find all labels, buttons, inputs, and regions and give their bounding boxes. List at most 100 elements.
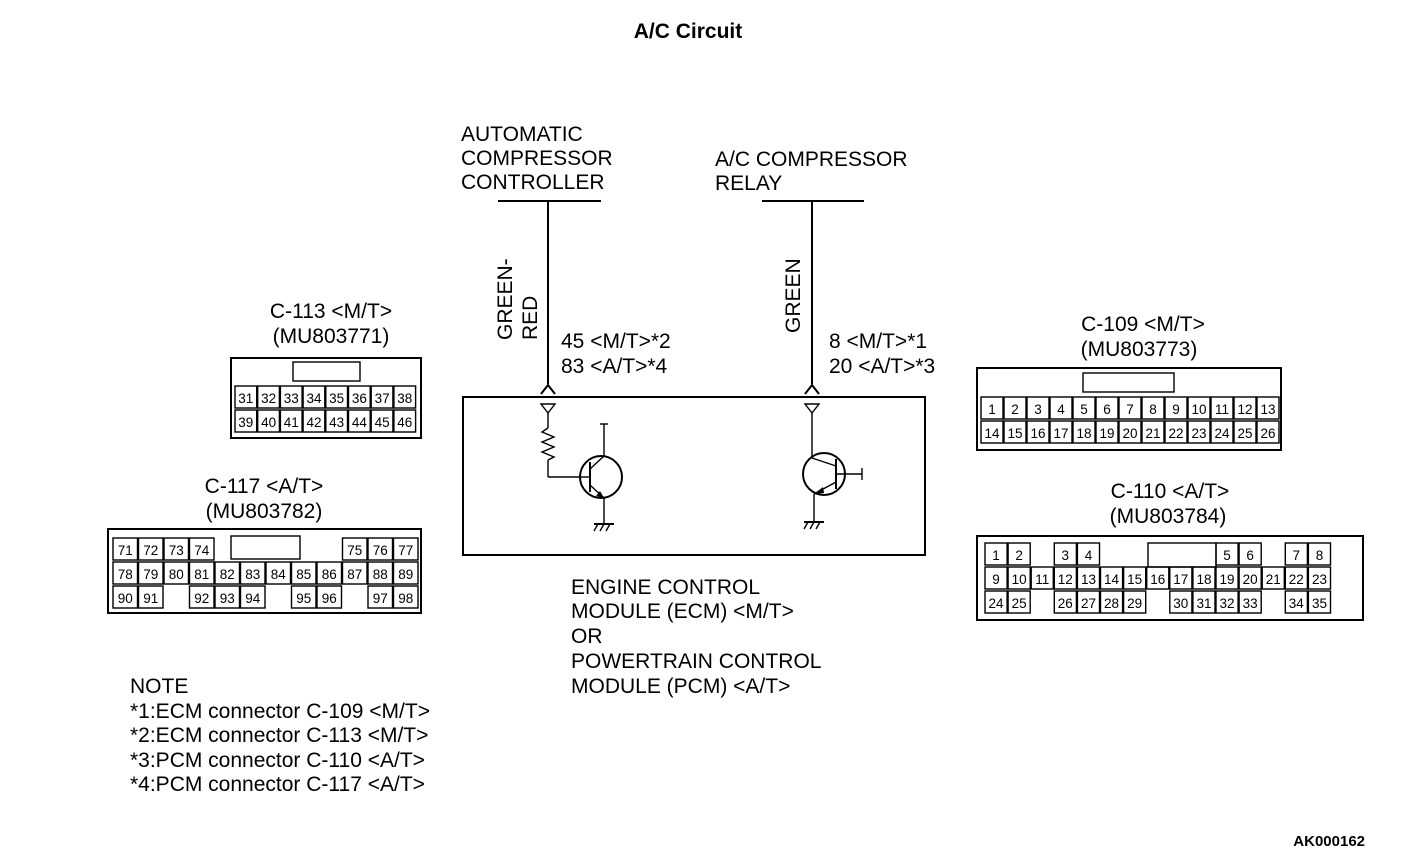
- connector-pin-cell: [290, 561, 317, 585]
- diagram-code: AK000162: [1293, 833, 1365, 850]
- connector-pin-label: 27: [1081, 596, 1096, 611]
- connector-pin-label: 9: [1172, 402, 1180, 417]
- ecm-pcm-module-box: [462, 396, 926, 556]
- connector-pin-label: 7: [1293, 548, 1301, 563]
- connector-pin-cell: [1164, 396, 1188, 420]
- connector-pin-label: 37: [375, 391, 390, 406]
- connector-pin-label: 72: [143, 543, 158, 558]
- connector-pin-cell: [1072, 420, 1096, 444]
- ground-right-symbol: [803, 521, 824, 530]
- diagram-title: A/C Circuit: [634, 20, 743, 43]
- connector-pin-cell: [392, 561, 419, 585]
- connector-pin-cell: [1284, 590, 1309, 614]
- connector-pin-cell: [393, 385, 417, 409]
- connector-pin-cell: [1261, 566, 1285, 590]
- connector-pin-label: 2: [1015, 548, 1023, 563]
- connector-pin-cell: [984, 566, 1008, 590]
- connector-pin-label: 30: [1173, 596, 1188, 611]
- connector-pin-cell: [1049, 420, 1073, 444]
- connector-pin-cell: [214, 561, 241, 585]
- connector-pin-label: 89: [398, 567, 413, 582]
- connector-c109-part: (MU803773): [1081, 338, 1198, 361]
- connector-pin-cell: [1053, 542, 1078, 566]
- connector-pin-cell: [1215, 590, 1239, 614]
- controller-label: AUTOMATIC COMPRESSOR CONTROLLER: [461, 123, 613, 194]
- connector-pin-label: 93: [220, 591, 235, 606]
- controller-pin-at: 83 <A/T>*4: [561, 355, 668, 378]
- connector-pin-cell: [234, 385, 258, 409]
- connector-pin-label: 74: [194, 543, 210, 558]
- connector-pin-cell: [188, 537, 215, 561]
- connector-pin-label: 11: [1215, 402, 1229, 417]
- connector-pin-cell: [302, 409, 326, 433]
- connector-pin-label: 6: [1103, 402, 1111, 417]
- connector-pin-label: 76: [373, 543, 388, 558]
- connector-pin-cell: [1145, 566, 1170, 590]
- connector-pin-cell: [1307, 590, 1332, 614]
- connector-pin-label: 91: [143, 591, 158, 606]
- connector-pin-cell: [1095, 396, 1119, 420]
- connector-pin-cell: [214, 585, 241, 609]
- connector-pin-label: 85: [296, 567, 311, 582]
- connector-pin-label: 17: [1173, 572, 1188, 587]
- connector-pin-label: 33: [284, 391, 299, 406]
- connector-pin-cell: [1187, 420, 1211, 444]
- connector-pin-label: 32: [1219, 596, 1234, 611]
- connector-pin-label: 2: [1011, 402, 1019, 417]
- connector-pin-cell: [137, 561, 164, 585]
- connector-pin-label: 1: [992, 548, 1000, 563]
- note-item-4: *4:PCM connector C-117 <A/T>: [130, 773, 425, 796]
- connector-pin-label: 26: [1260, 426, 1275, 441]
- connector-pin-label: 11: [1035, 572, 1049, 587]
- connector-pin-cell: [302, 385, 326, 409]
- controller-pin-mt: 45 <M/T>*2: [561, 330, 671, 353]
- connector-pin-label: 71: [118, 543, 133, 558]
- connector-pin-cell: [234, 409, 258, 433]
- connector-pin-cell: [163, 561, 190, 585]
- connector-pin-label: 78: [118, 567, 133, 582]
- module-label-line-2: MODULE (ECM) <M/T>: [571, 600, 794, 623]
- connector-pin-label: 38: [397, 391, 412, 406]
- connector-pin-label: 82: [220, 567, 235, 582]
- connector-pin-cell: [984, 542, 1008, 566]
- connector-pin-cell: [279, 385, 303, 409]
- connector-pin-label: 45: [375, 415, 390, 430]
- connector-pin-cell: [325, 409, 349, 433]
- connector-pin-label: 23: [1191, 426, 1206, 441]
- connector-pin-label: 96: [322, 591, 337, 606]
- connector-pin-label: 6: [1246, 548, 1254, 563]
- controller-label-line-2: COMPRESSOR: [461, 147, 613, 170]
- connector-pin-cell: [367, 561, 394, 585]
- connector-pin-cell: [239, 561, 266, 585]
- note-item-2: *2:ECM connector C-113 <M/T>: [130, 724, 428, 747]
- connector-pin-cell: [1053, 566, 1078, 590]
- connector-pin-cell: [1238, 590, 1262, 614]
- connector-pin-label: 26: [1058, 596, 1073, 611]
- connector-pin-label: 87: [347, 567, 362, 582]
- connector-c117-part: (MU803782): [206, 500, 323, 523]
- connector-pin-cell: [1192, 590, 1216, 614]
- connector-pin-label: 7: [1126, 402, 1134, 417]
- connector-pin-label: 33: [1243, 596, 1258, 611]
- connector-pin-cell: [367, 537, 394, 561]
- connector-pin-cell: [239, 585, 266, 609]
- connector-pin-cell: [347, 409, 371, 433]
- note-block: NOTE *1:ECM connector C-109 <M/T> *2:ECM…: [130, 675, 430, 796]
- connector-pin-cell: [347, 385, 371, 409]
- connector-pin-label: 25: [1012, 596, 1027, 611]
- transistor-left-symbol: [579, 423, 623, 524]
- connector-pin-label: 22: [1289, 572, 1304, 587]
- connector-pin-label: 31: [238, 391, 253, 406]
- connector-pin-cell: [325, 385, 349, 409]
- connector-pin-label: 5: [1223, 548, 1231, 563]
- connector-pin-cell: [1099, 590, 1124, 614]
- connector-pin-label: 94: [245, 591, 261, 606]
- connector-pin-cell: [112, 561, 139, 585]
- connector-pin-label: 22: [1168, 426, 1183, 441]
- connector-pin-cell: [1233, 396, 1257, 420]
- connector-pin-cell: [1026, 420, 1050, 444]
- relay-wire: [762, 200, 864, 395]
- connector-pin-cell: [1187, 396, 1211, 420]
